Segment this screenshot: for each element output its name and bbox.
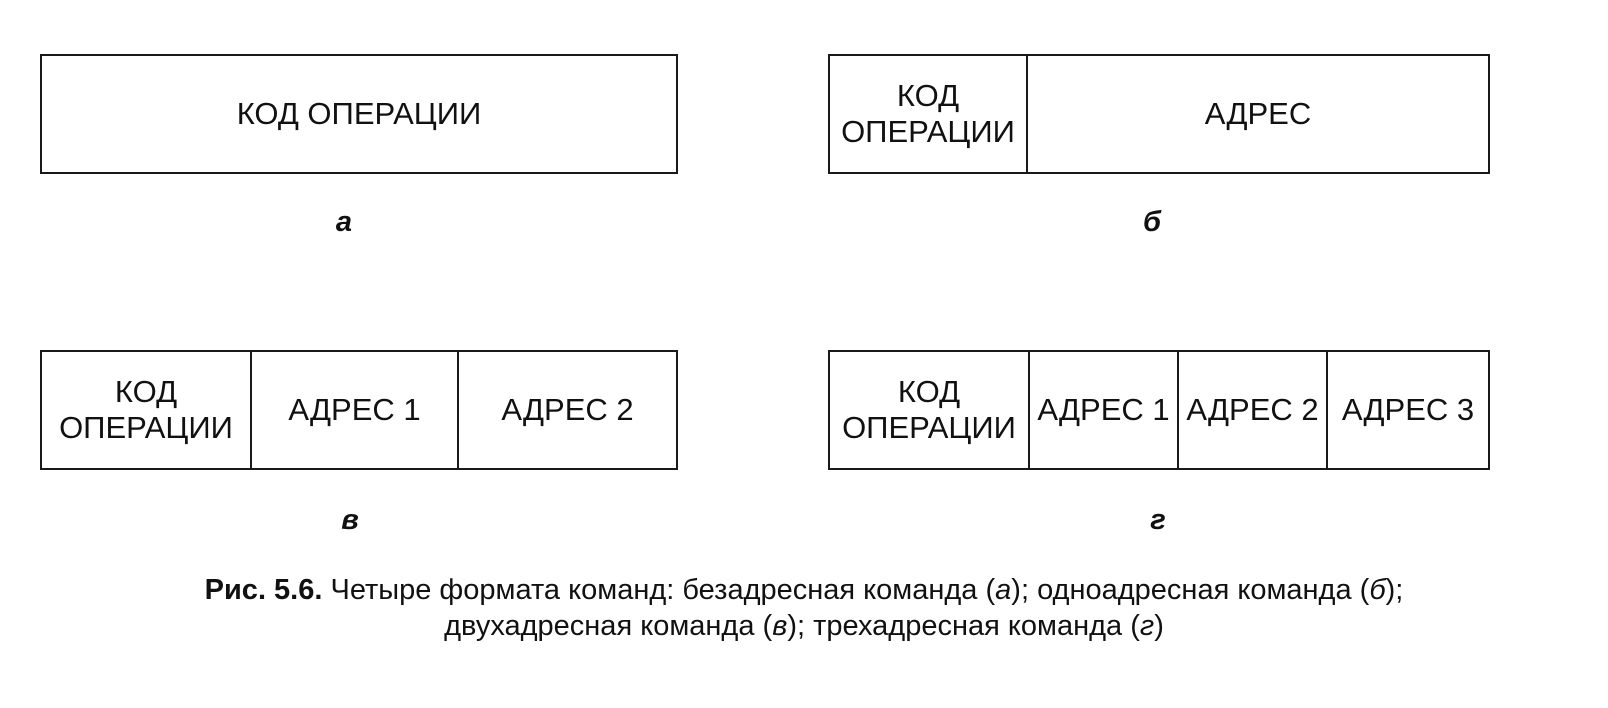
address-label: АДРЕС [1204,96,1312,131]
caption-text: Четыре формата команд: безадресная коман… [322,574,996,606]
format-a-letter: а [335,206,353,238]
address-field: АДРЕС [1026,56,1488,172]
opcode-label-line2: ОПЕРАЦИИ [841,114,1015,149]
opcode-label-line1: КОД [114,374,178,409]
caption-label: Рис. 5.6. [204,574,323,606]
caption-line-2: двухадресная команда (в); трехадресная к… [0,608,1608,644]
opcode-label-line2: ОПЕРАЦИИ [842,410,1016,445]
address-3-label: АДРЕС 3 [1341,392,1475,427]
address-2-label: АДРЕС 2 [501,392,634,427]
format-b-letter: б [1143,206,1161,238]
format-a-zero-address: КОД ОПЕРАЦИИ [40,54,678,174]
opcode-field: КОД ОПЕРАЦИИ [42,56,676,172]
address-1-field: АДРЕС 1 [1028,352,1177,468]
format-c-letter: в [341,504,359,536]
address-1-field: АДРЕС 1 [250,352,457,468]
opcode-label: КОД ОПЕРАЦИИ [236,96,482,131]
address-2-field: АДРЕС 2 [1177,352,1326,468]
format-c-two-address: КОД ОПЕРАЦИИ АДРЕС 1 АДРЕС 2 [40,350,678,470]
opcode-field: КОД ОПЕРАЦИИ [42,352,250,468]
address-1-label: АДРЕС 1 [288,392,421,427]
caption-line-1: Рис. 5.6. Четыре формата команд: безадре… [0,572,1608,608]
caption-ref-a: а [995,574,1012,606]
figure-caption: Рис. 5.6. Четыре формата команд: безадре… [0,572,1608,644]
format-d-letter: г [1150,504,1166,536]
caption-ref-c: в [772,610,788,642]
address-2-field: АДРЕС 2 [457,352,676,468]
opcode-label-line2: ОПЕРАЦИИ [59,410,233,445]
opcode-label-line1: КОД [896,78,960,113]
caption-text: ) [1154,610,1164,642]
caption-text: двухадресная команда ( [444,610,773,642]
opcode-field: КОД ОПЕРАЦИИ [830,352,1028,468]
caption-text: ); одноадресная команда ( [1011,574,1370,606]
address-3-field: АДРЕС 3 [1326,352,1488,468]
opcode-field: КОД ОПЕРАЦИИ [830,56,1026,172]
address-2-label: АДРЕС 2 [1186,392,1319,427]
format-b-one-address: КОД ОПЕРАЦИИ АДРЕС [828,54,1490,174]
address-1-label: АДРЕС 1 [1037,392,1170,427]
caption-ref-d: г [1139,610,1155,642]
caption-text: ); [1385,574,1404,606]
format-d-three-address: КОД ОПЕРАЦИИ АДРЕС 1 АДРЕС 2 АДРЕС 3 [828,350,1490,470]
opcode-label-line1: КОД [897,374,961,409]
caption-ref-b: б [1369,574,1386,606]
caption-text: ); трехадресная команда ( [787,610,1140,642]
